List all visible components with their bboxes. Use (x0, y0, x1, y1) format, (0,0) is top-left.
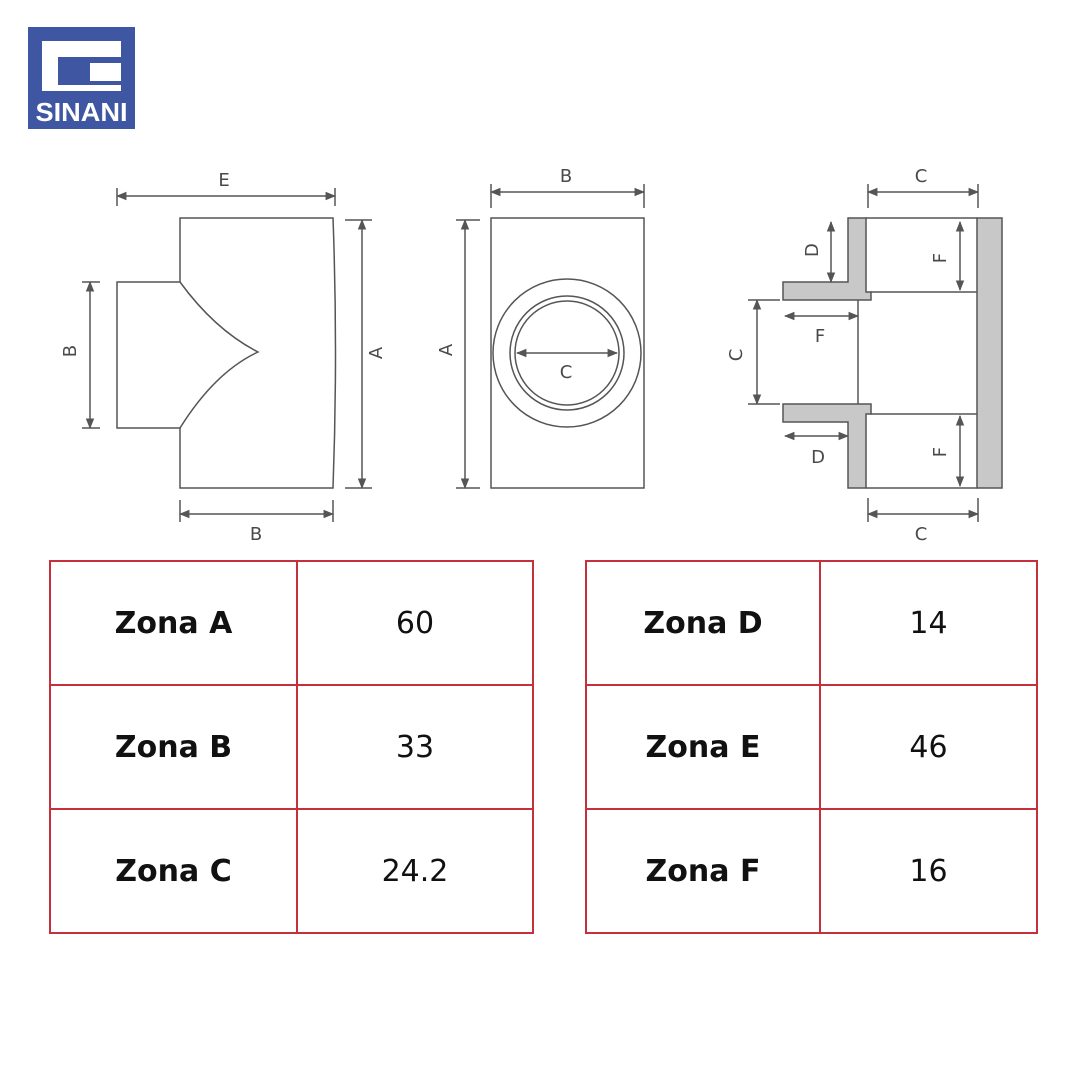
table-row: Zona A 60 (49, 560, 534, 686)
label-d-top: D (802, 243, 823, 257)
label-c-center: C (560, 362, 573, 383)
table-row: Zona F 16 (585, 808, 1038, 934)
zone-name: Zona F (585, 808, 821, 934)
table-row: Zona E 46 (585, 684, 1038, 810)
label-f-mid: F (815, 326, 825, 347)
label-c-top: C (915, 166, 928, 187)
zone-name: Zona E (585, 684, 821, 810)
zone-value: 24.2 (296, 808, 534, 934)
tee-fitting-diagram: E B A B B A C C D F C F D F C (60, 166, 1003, 545)
zone-name: Zona D (585, 560, 821, 686)
table-row: Zona C 24.2 (49, 808, 534, 934)
brand-name: SINANI (36, 97, 128, 127)
table-row: Zona D 14 (585, 560, 1038, 686)
label-a-right: A (366, 346, 387, 359)
label-f-top: F (930, 253, 951, 263)
label-b-left: B (60, 345, 81, 357)
label-d-bottom: D (811, 447, 825, 468)
dimensions-table-right: Zona D 14 Zona E 46 Zona F 16 (585, 560, 1038, 934)
zone-value: 14 (819, 560, 1038, 686)
dimensions-table-left: Zona A 60 Zona B 33 Zona C 24.2 (49, 560, 534, 934)
label-a-left: A (436, 343, 457, 356)
table-row: Zona B 33 (49, 684, 534, 810)
zone-value: 16 (819, 808, 1038, 934)
sinani-logo: SINANI (28, 27, 135, 129)
zone-name: Zona A (49, 560, 298, 686)
front-view (456, 184, 646, 490)
label-f-bottom: F (930, 447, 951, 457)
label-c-left: C (726, 349, 747, 362)
label-b-bottom: B (250, 524, 262, 545)
zone-name: Zona B (49, 684, 298, 810)
label-e-top: E (218, 170, 229, 191)
zone-value: 33 (296, 684, 534, 810)
zone-value: 46 (819, 684, 1038, 810)
side-view (82, 188, 372, 522)
zone-value: 60 (296, 560, 534, 686)
zone-name: Zona C (49, 808, 298, 934)
label-b-top: B (560, 166, 572, 187)
section-view (748, 184, 1003, 522)
label-c-bottom: C (915, 524, 928, 545)
